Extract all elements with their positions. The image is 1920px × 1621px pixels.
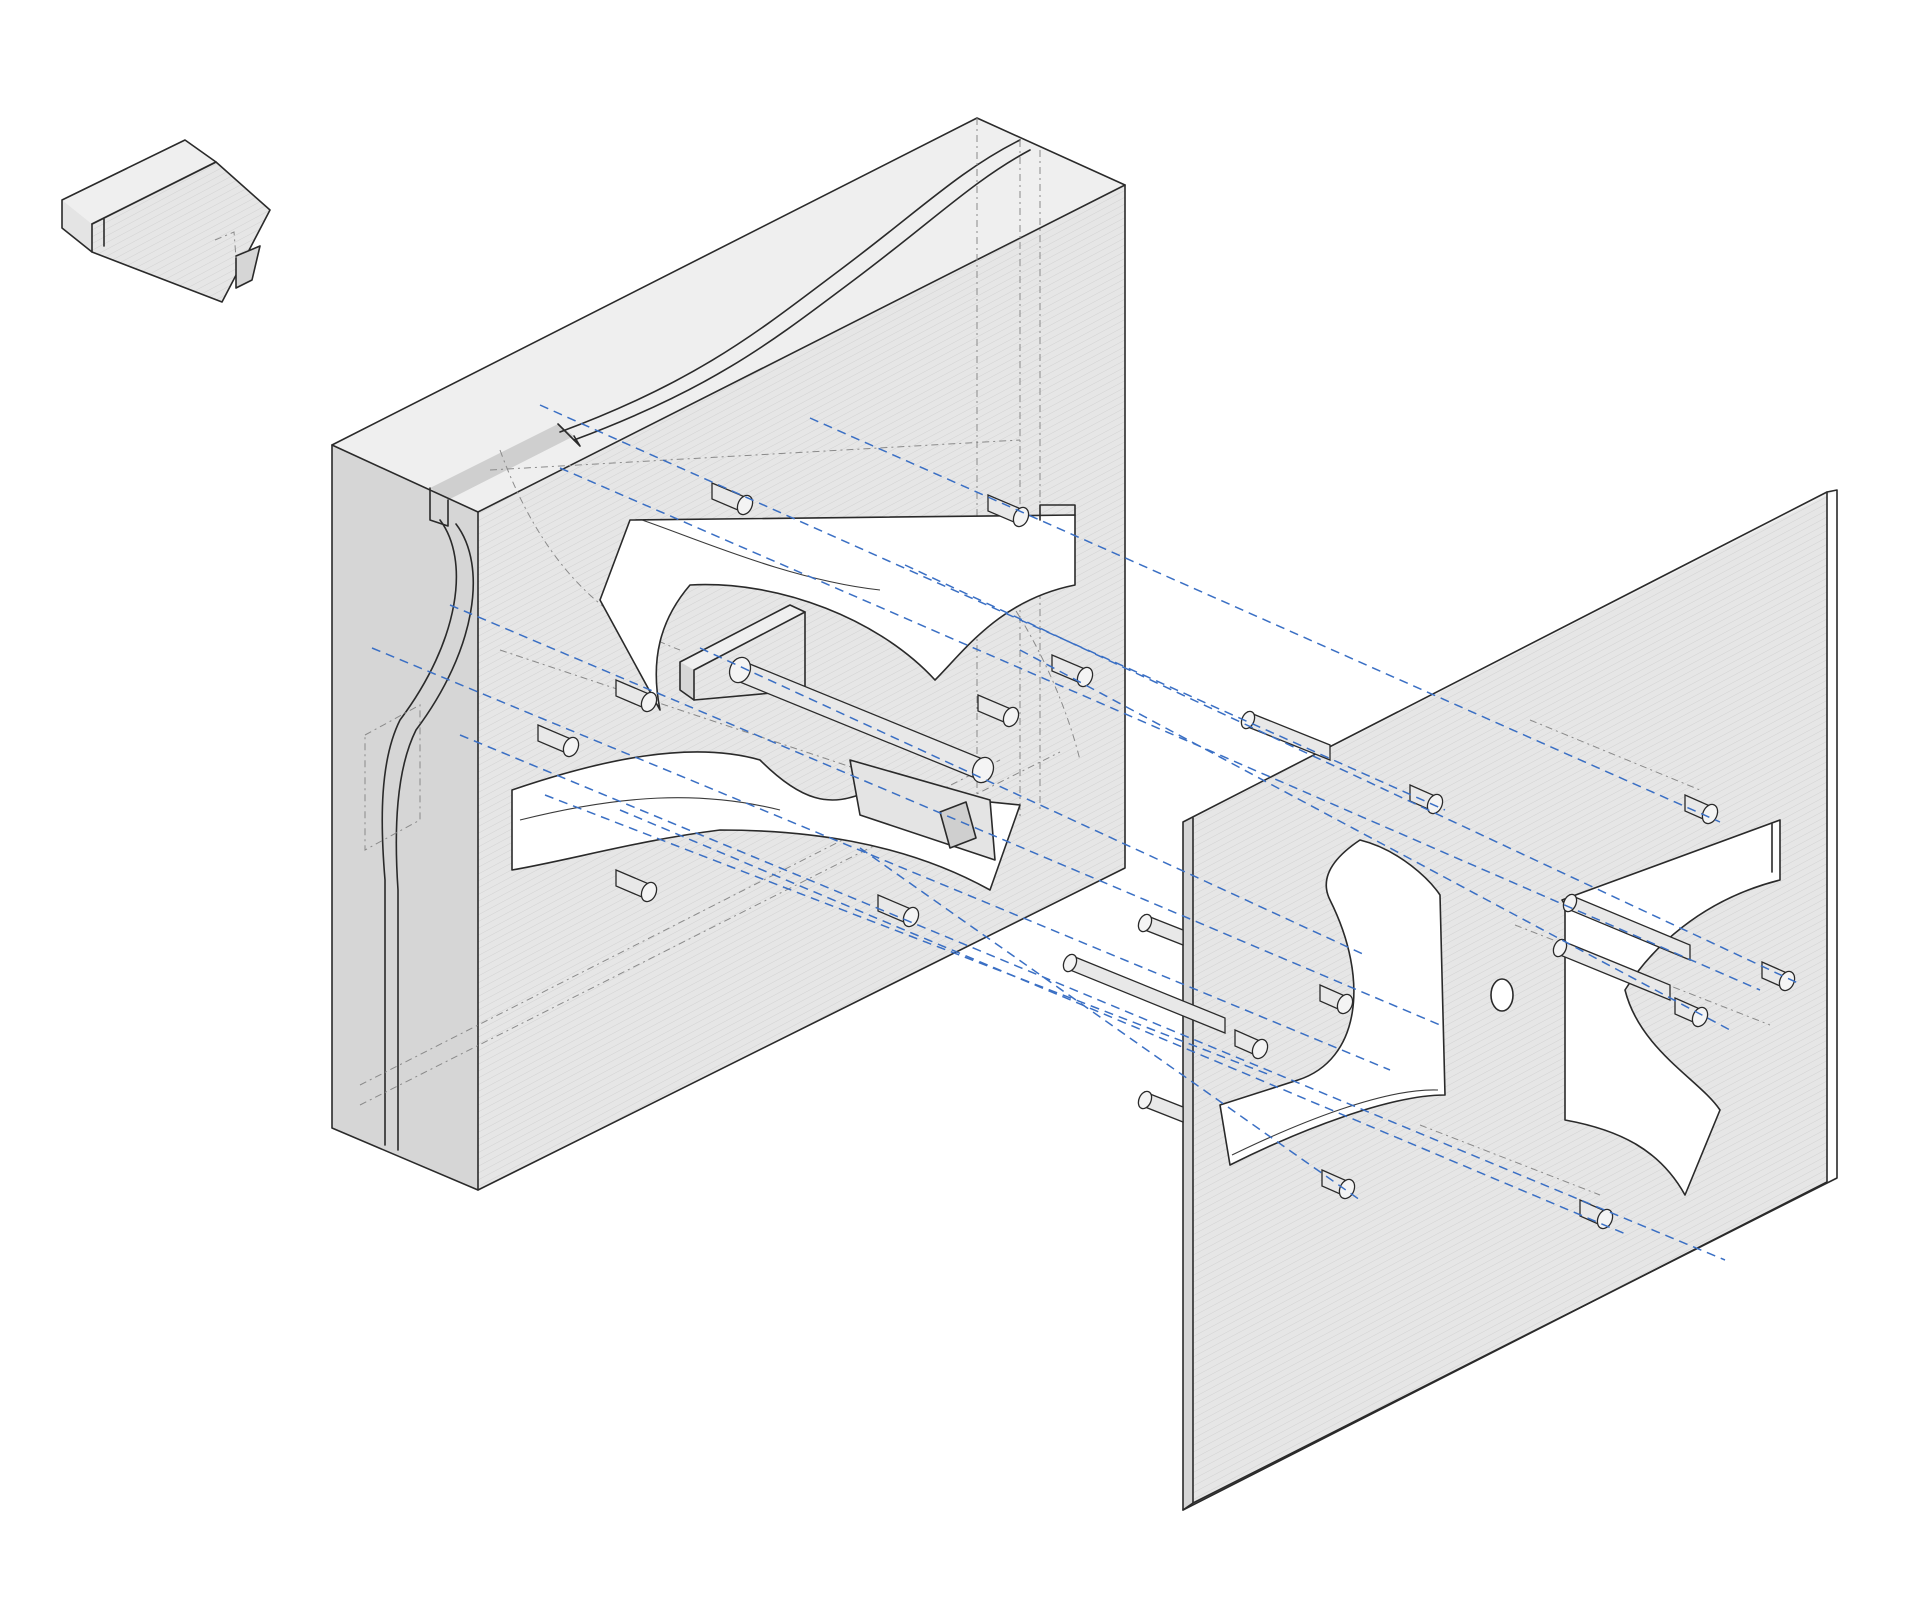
block-pin [537, 724, 580, 758]
mold-block [331, 117, 1126, 1191]
plate-pin [1409, 784, 1444, 815]
plate-rod [1137, 913, 1184, 946]
alignment-axis [559, 467, 1761, 991]
plate-rod [1137, 1090, 1184, 1123]
plate-pin [1234, 1029, 1269, 1060]
mold-plate [1062, 489, 1838, 1511]
block-pin [615, 869, 658, 903]
plate-rod [1062, 953, 1226, 1034]
alignment-axis [699, 647, 1366, 956]
alignment-axis [859, 847, 1361, 1201]
block-pin [877, 894, 920, 928]
alignment-axis [539, 404, 1446, 811]
alignment-axis [544, 794, 1271, 1076]
plate-rod [1562, 893, 1691, 961]
block-pin [977, 694, 1020, 728]
key-block [61, 139, 271, 303]
block-pin [1051, 654, 1094, 688]
alignment-axis [459, 734, 1726, 1261]
plate-rod [1552, 938, 1671, 1001]
block-pin [615, 679, 658, 713]
alignment-axis [619, 809, 1629, 1236]
block-pin [987, 494, 1030, 528]
alignment-axis [809, 417, 1721, 823]
plate-rod [1240, 710, 1331, 761]
alignment-axes [371, 404, 1801, 1261]
alignment-axis [371, 647, 1391, 1071]
plate-pin [1319, 984, 1354, 1015]
